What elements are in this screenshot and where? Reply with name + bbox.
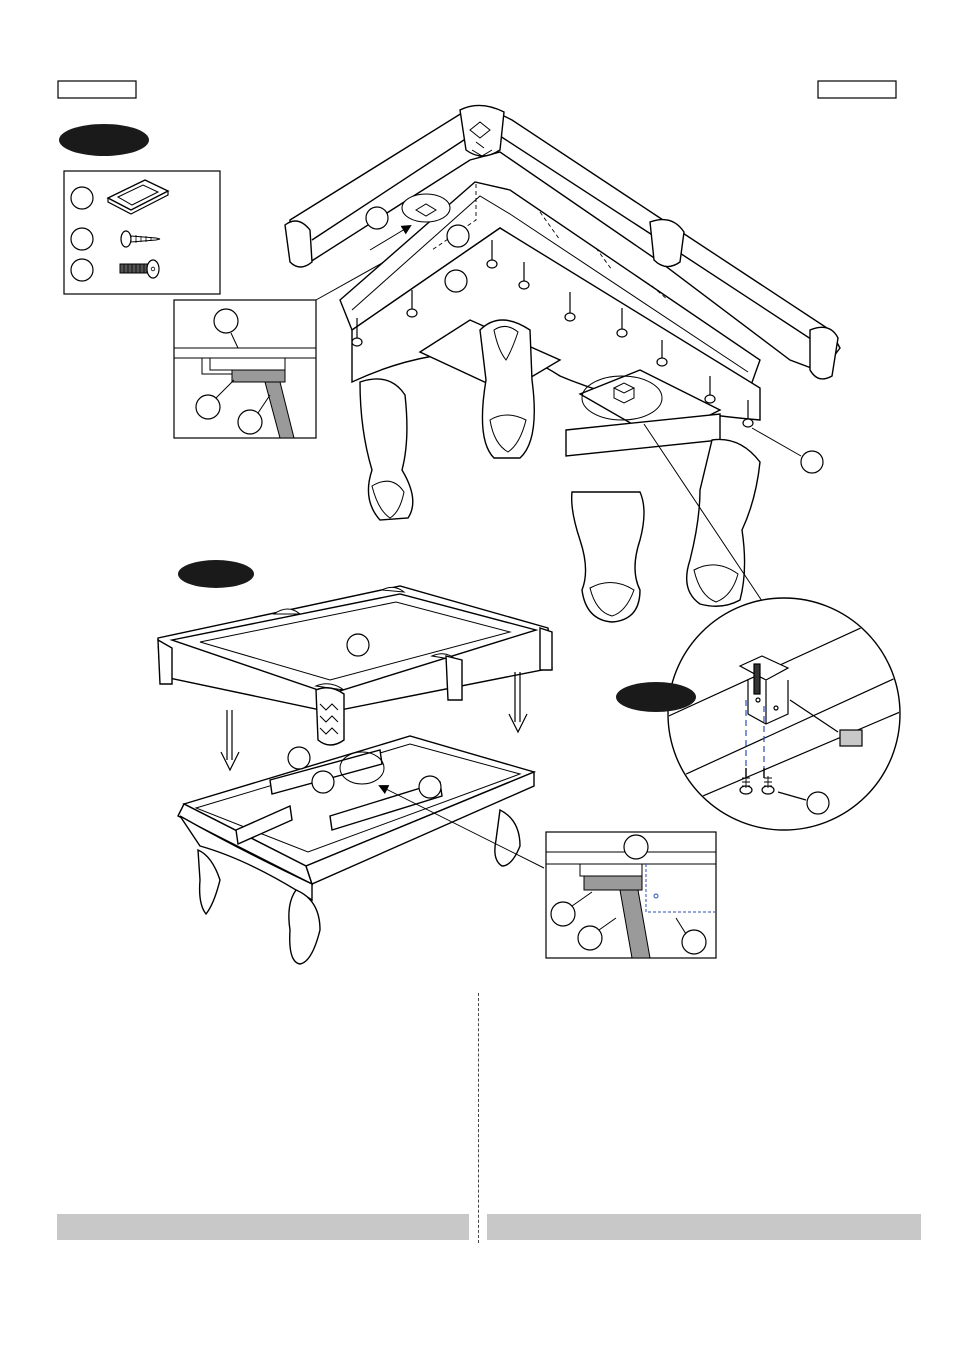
left-section-bar	[57, 1214, 469, 1240]
lowering-arrows	[220, 672, 528, 772]
step-badge-1	[59, 124, 149, 156]
detail-callout-left	[173, 261, 385, 439]
alignment-guides	[431, 184, 669, 301]
machine-bolt-icon	[119, 259, 160, 279]
corner-bracket-icon	[106, 179, 170, 215]
column-divider	[478, 993, 479, 1243]
detail-callout-right	[545, 831, 717, 959]
wood-screw-icon	[120, 230, 161, 248]
bracket-magnified-detail	[643, 423, 901, 831]
table-top-illustration	[157, 585, 553, 746]
table-frame-illustration	[177, 735, 537, 965]
right-section-bar	[487, 1214, 921, 1240]
left-page-label-box	[57, 80, 137, 99]
step-badge-3	[616, 682, 696, 712]
parts-list-box	[63, 170, 221, 295]
right-page-label-box	[817, 80, 897, 99]
step-badge-2	[178, 560, 254, 588]
upside-down-table-illustration	[284, 104, 841, 623]
